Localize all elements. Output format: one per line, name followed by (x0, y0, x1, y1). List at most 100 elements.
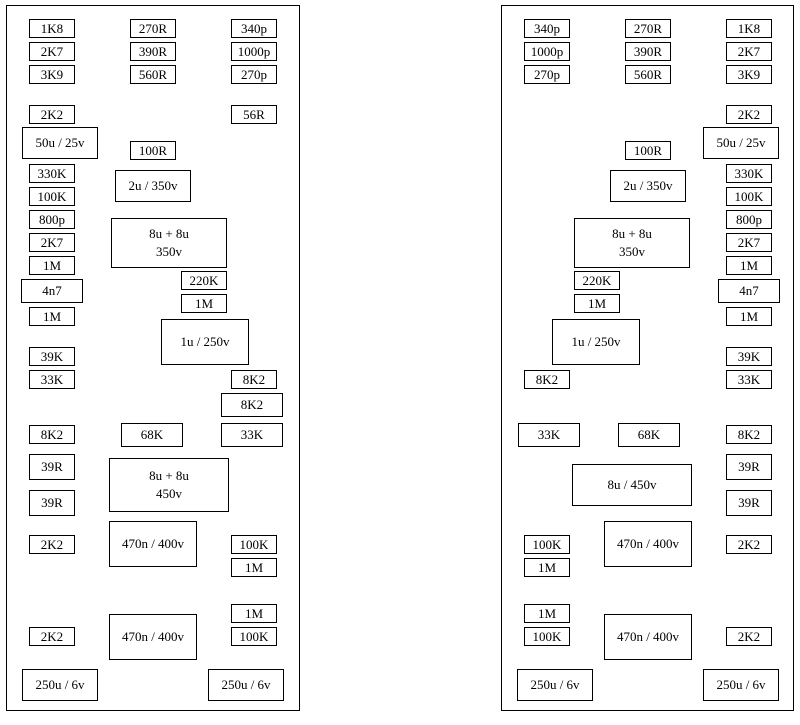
component-39r: 39R (726, 490, 772, 516)
component-label: 8u / 450v (607, 477, 657, 492)
component-390r: 390R (625, 42, 671, 61)
component-label: 1u / 250v (180, 334, 230, 349)
component-label: 39R (41, 459, 63, 474)
component-label: 1M (537, 605, 557, 621)
component-label: 68K (637, 427, 661, 442)
component-label: 100K (37, 188, 67, 204)
component-label: 1M (587, 295, 607, 311)
component-56r: 56R (231, 105, 277, 124)
component-label: 1M (739, 308, 759, 324)
component-label: 340p (534, 20, 560, 36)
component-label: 39K (40, 348, 64, 364)
component-8k2: 8K2 (726, 425, 772, 444)
component-100k: 100K (231, 535, 277, 554)
component-2k2: 2K2 (726, 535, 772, 554)
component-1m: 1M (181, 294, 227, 313)
component-label: 2K2 (737, 628, 761, 644)
component-label: 2K2 (40, 628, 64, 644)
component-label: 33K (40, 371, 64, 387)
component-470n-400v: 470n / 400v (604, 614, 692, 660)
component-3k9: 3K9 (29, 65, 75, 84)
component-33k: 33K (726, 370, 772, 389)
component-68k: 68K (121, 423, 183, 447)
component-label: 3K9 (40, 66, 64, 82)
component-100k: 100K (29, 187, 75, 206)
component-label: 2K2 (40, 106, 64, 122)
component-label: 1u / 250v (571, 334, 621, 349)
component-250u-6v: 250u / 6v (208, 669, 284, 701)
component-2k2: 2K2 (726, 627, 772, 646)
component-label: 1K8 (737, 20, 761, 36)
component-270p: 270p (524, 65, 570, 84)
component-label: 1M (194, 295, 214, 311)
component-label: 250u / 6v (221, 677, 271, 692)
component-label: 50u / 25v (716, 135, 766, 150)
component-100k: 100K (231, 627, 277, 646)
component-330k: 330K (726, 164, 772, 183)
component-250u-6v: 250u / 6v (517, 669, 593, 701)
component-1m: 1M (726, 307, 772, 326)
component-8k2: 8K2 (231, 370, 277, 389)
component-label: 100K (239, 628, 269, 644)
component-label: 350v (156, 244, 182, 259)
component-label: 220K (189, 272, 219, 288)
component-label: 39R (738, 459, 760, 474)
component-label: 50u / 25v (35, 135, 85, 150)
component-label: 8u + 8u (149, 226, 189, 241)
component-label: 2K2 (737, 536, 761, 552)
component-100k: 100K (726, 187, 772, 206)
component-8u-450v: 8u / 450v (572, 464, 692, 506)
component-1m: 1M (29, 307, 75, 326)
component-label: 800p (39, 211, 65, 227)
component-label: 450v (156, 486, 182, 501)
component-2k7: 2K7 (29, 42, 75, 61)
component-label: 1M (537, 559, 557, 575)
component-100r: 100R (130, 141, 176, 160)
component-label: 2u / 350v (128, 178, 178, 193)
component-label: 100R (633, 142, 663, 158)
component-39r: 39R (726, 454, 772, 480)
component-label: 3K9 (737, 66, 761, 82)
component-330k: 330K (29, 164, 75, 183)
component-2u-350v: 2u / 350v (115, 170, 191, 202)
component-label: 470n / 400v (616, 536, 680, 551)
component-label: 2K2 (40, 536, 64, 552)
component-label: 330K (37, 165, 67, 181)
component-1m: 1M (574, 294, 620, 313)
component-label: 1M (739, 257, 759, 273)
component-33k: 33K (29, 370, 75, 389)
component-label: 8K2 (40, 426, 64, 442)
component-1u-250v: 1u / 250v (552, 319, 640, 365)
component-8k2: 8K2 (29, 425, 75, 444)
component-270r: 270R (625, 19, 671, 38)
component-label: 2K7 (40, 43, 64, 59)
component-4n7: 4n7 (21, 279, 83, 303)
component-340p: 340p (524, 19, 570, 38)
component-label: 350v (619, 244, 645, 259)
component-3k9: 3K9 (726, 65, 772, 84)
component-1000p: 1000p (524, 42, 570, 61)
component-label: 560R (633, 66, 663, 82)
component-label: 1M (42, 308, 62, 324)
component-39r: 39R (29, 454, 75, 480)
component-800p: 800p (29, 210, 75, 229)
component-label: 100K (239, 536, 269, 552)
component-100k: 100K (524, 627, 570, 646)
component-label: 1M (244, 559, 264, 575)
component-39r: 39R (29, 490, 75, 516)
component-label: 1M (42, 257, 62, 273)
component-250u-6v: 250u / 6v (703, 669, 779, 701)
component-8k2: 8K2 (221, 393, 283, 417)
component-label: 800p (736, 211, 762, 227)
component-label: 270R (138, 20, 168, 36)
component-2u-350v: 2u / 350v (610, 170, 686, 202)
component-label: 390R (138, 43, 168, 59)
component-label: 33K (537, 427, 561, 442)
component-340p: 340p (231, 19, 277, 38)
component-560r: 560R (130, 65, 176, 84)
component-label: 270p (241, 66, 267, 82)
component-label: 470n / 400v (121, 629, 185, 644)
